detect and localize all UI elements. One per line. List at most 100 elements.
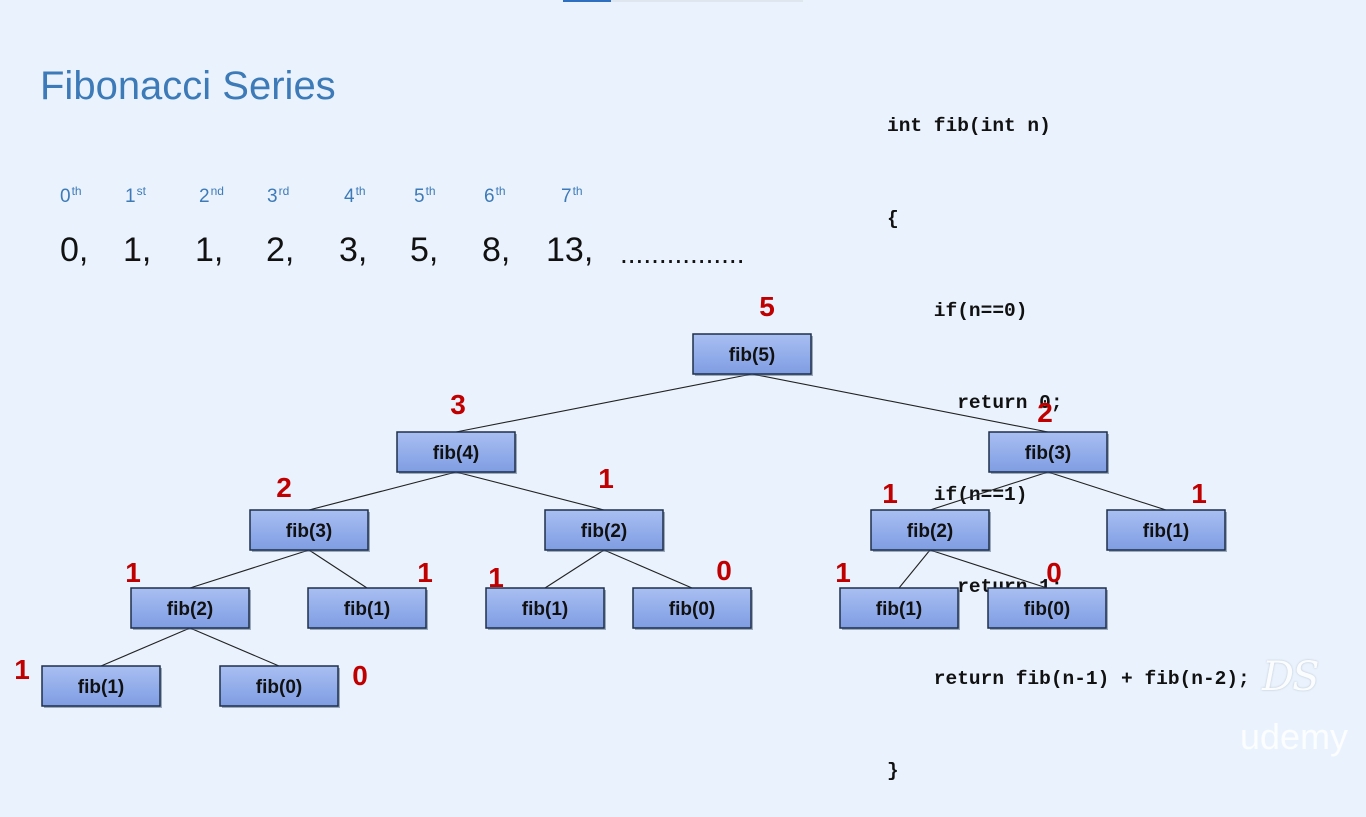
sequence-term: 8,: [482, 231, 511, 269]
node-label: fib(1): [78, 677, 124, 698]
node-label: fib(0): [1024, 599, 1070, 620]
tree-edge: [308, 549, 368, 589]
node-box: [544, 509, 664, 551]
call-node-fib1: fib(1) 1: [14, 654, 162, 708]
return-value-label: 2: [276, 472, 292, 503]
ordinal-label: 7th: [561, 184, 583, 207]
node-box: [632, 587, 752, 629]
node-box: [988, 431, 1108, 473]
sequence-term: 2,: [266, 231, 295, 269]
sequence-term: 3,: [339, 231, 368, 269]
call-node-fib3: fib(3) 2: [988, 397, 1109, 474]
call-node-fib2: fib(2) 1: [870, 478, 991, 552]
node-box: [41, 665, 161, 707]
node-box: [249, 509, 369, 551]
tree-edge: [100, 627, 191, 667]
call-node-fib0: fib(0) 0: [987, 557, 1108, 630]
call-node-fib1: fib(1) 1: [307, 557, 433, 630]
return-value-label: 2: [1037, 397, 1053, 428]
code-line: if(n==1): [887, 483, 1028, 506]
node-label: fib(1): [344, 599, 390, 620]
node-label: fib(2): [167, 599, 213, 620]
ds-watermark-logo: DS: [1262, 654, 1320, 700]
node-box: [870, 509, 990, 551]
sequence-term: 1,: [123, 231, 152, 269]
sequence-ellipsis: ................: [620, 238, 745, 269]
node-label: fib(2): [907, 521, 953, 542]
tree-nodes: fib(5)5fib(4)3fib(3)2fib(3)2fib(2)1fib(2…: [14, 291, 1227, 708]
node-label: fib(5): [729, 345, 775, 366]
node-box: [987, 587, 1107, 629]
udemy-logo: udemy: [1240, 716, 1349, 757]
call-node-fib1: fib(1)1: [1106, 478, 1227, 552]
tree-edge: [455, 471, 605, 511]
return-value-label: 0: [352, 660, 368, 691]
node-label: fib(1): [522, 599, 568, 620]
node-box: [130, 587, 250, 629]
call-node-fib2: fib(2) 1: [544, 463, 665, 552]
node-box: [396, 431, 516, 473]
node-label: fib(1): [876, 599, 922, 620]
node-label: fib(3): [1025, 443, 1071, 464]
tree-edge: [544, 549, 605, 589]
node-box: [692, 333, 812, 375]
tree-edge: [455, 373, 753, 433]
ordinal-label: 5th: [414, 184, 436, 207]
return-value-label: 1: [598, 463, 614, 494]
node-label: fib(3): [286, 521, 332, 542]
top-progress-accent: [563, 0, 611, 2]
return-value-label: 0: [716, 555, 732, 586]
recursion-tree: fib(5)5fib(4)3fib(3)2fib(3)2fib(2)1fib(2…: [14, 291, 1227, 708]
ordinal-label: 1st: [125, 184, 146, 207]
return-value-label: 5: [759, 291, 775, 322]
return-value-label: 1: [125, 557, 141, 588]
ordinal-label: 4th: [344, 184, 366, 207]
sequence-term: 5,: [410, 231, 439, 269]
call-node-fib2: fib(2) 1: [125, 557, 251, 630]
tree-edge: [308, 471, 457, 511]
call-node-fib5: fib(5) 5: [692, 291, 813, 376]
tree-edge: [929, 549, 1048, 589]
node-box: [219, 665, 339, 707]
call-node-fib1: fib(1) 1: [485, 562, 606, 630]
return-value-label: 3: [450, 389, 466, 420]
node-label: fib(1): [1143, 521, 1189, 542]
ordinal-label: 3rd: [267, 184, 290, 207]
code-line: if(n==0): [887, 299, 1028, 322]
top-progress-bar: [563, 0, 803, 2]
node-box: [485, 587, 605, 629]
return-value-label: 1: [1191, 478, 1207, 509]
tree-edge: [189, 549, 310, 589]
ordinal-label: 0th: [60, 184, 82, 207]
node-box: [1106, 509, 1226, 551]
node-box: [307, 587, 427, 629]
sequence-term: 1,: [195, 231, 224, 269]
node-label: fib(2): [581, 521, 627, 542]
call-node-fib1: fib(1)1: [835, 557, 960, 630]
tree-edge: [929, 471, 1049, 511]
tree-edge: [603, 549, 693, 589]
return-value-label: 1: [417, 557, 433, 588]
tree-edge: [898, 549, 931, 589]
node-label: fib(0): [256, 677, 302, 698]
call-node-fib3: fib(3) 2: [249, 472, 370, 552]
tree-edge: [751, 373, 1049, 433]
sequence-term: 13,: [546, 231, 594, 269]
sequence-term: 0,: [60, 231, 89, 269]
code-line: return fib(n-1) + fib(n-2);: [887, 667, 1250, 690]
call-node-fib0: fib(0)0: [632, 555, 753, 630]
node-box: [839, 587, 959, 629]
return-value-label: 0: [1046, 557, 1062, 588]
ordinal-label: 6th: [484, 184, 506, 207]
page-title: Fibonacci Series: [40, 64, 336, 108]
node-label: fib(0): [669, 599, 715, 620]
return-value-label: 1: [488, 562, 504, 593]
tree-edges: [100, 373, 1167, 667]
code-block: int fib(int n) { if(n==0) return 0; if(n…: [887, 50, 1250, 817]
return-value-label: 1: [882, 478, 898, 509]
ordinal-label: 2nd: [199, 184, 224, 207]
node-label: fib(4): [433, 443, 479, 464]
code-line: int fib(int n): [887, 115, 1051, 138]
tree-edge: [1047, 471, 1167, 511]
return-value-label: 1: [14, 654, 30, 685]
